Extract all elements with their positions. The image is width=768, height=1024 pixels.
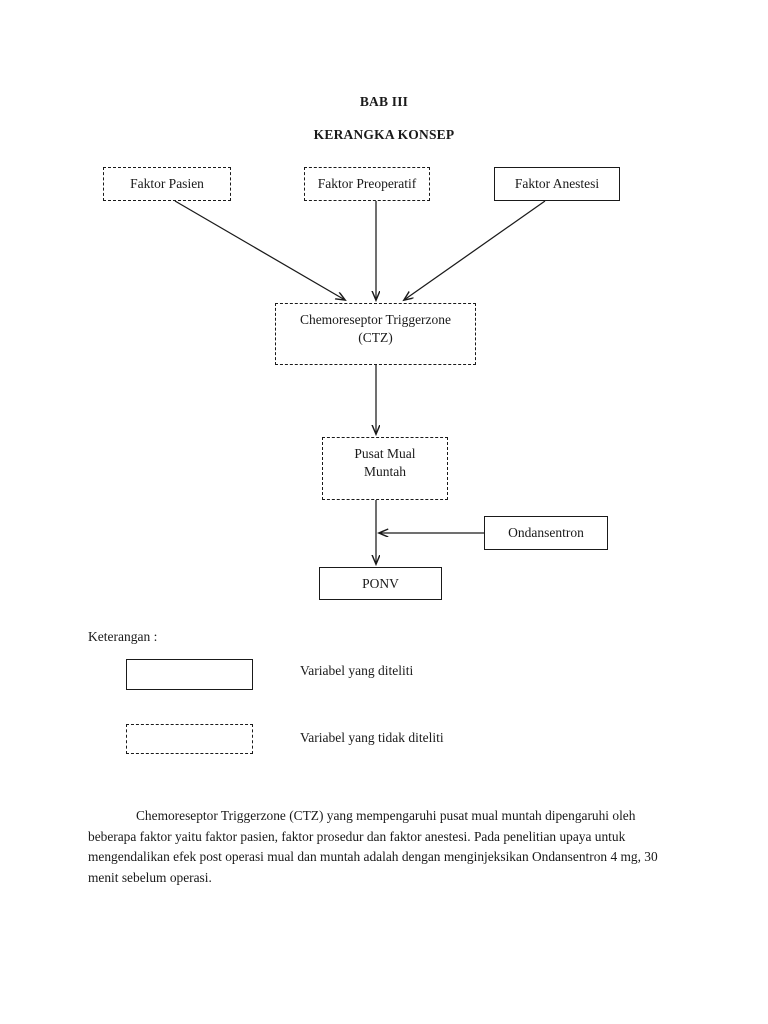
legend-label-tidak-diteliti: Variabel yang tidak diteliti <box>300 730 444 745</box>
legend-title: Keterangan : <box>88 629 158 644</box>
legend-label-diteliti: Variabel yang diteliti <box>300 663 414 678</box>
node-faktor-anestesi: Faktor Anestesi <box>494 167 620 201</box>
node-ondansentron: Ondansentron <box>484 516 608 550</box>
node-faktor-anestesi-label: Faktor Anestesi <box>514 176 600 192</box>
node-pusat-mual-label-line1: Pusat Mual <box>354 446 416 461</box>
section-heading: KERANGKA KONSEP <box>313 127 455 142</box>
chapter-heading: BAB III <box>359 94 409 109</box>
node-ondansentron-label: Ondansentron <box>508 525 584 541</box>
node-ctz-label-line2: (CTZ) <box>358 329 393 345</box>
node-pusat-mual-muntah: Pusat Mual Muntah <box>322 437 448 500</box>
node-faktor-preoperatif-label: Faktor Preoperatif <box>317 176 417 192</box>
node-faktor-pasien: Faktor Pasien <box>103 167 231 201</box>
node-faktor-pasien-label: Faktor Pasien <box>130 176 204 192</box>
legend-swatch-dashed <box>126 724 253 754</box>
legend-swatch-solid <box>126 659 253 690</box>
node-ponv: PONV <box>319 567 442 600</box>
node-faktor-preoperatif: Faktor Preoperatif <box>304 167 430 201</box>
edge-faktor-anestesi-to-ctz <box>404 200 546 300</box>
node-ctz: Chemoreseptor Triggerzone (CTZ) <box>275 303 476 365</box>
node-ctz-label-line1: Chemoreseptor Triggerzone <box>299 312 452 327</box>
node-pusat-mual-label-line2: Muntah <box>363 463 406 479</box>
node-ponv-label: PONV <box>362 575 399 591</box>
body-paragraph: Chemoreseptor Triggerzone (CTZ) yang mem… <box>88 808 658 885</box>
edge-faktor-pasien-to-ctz <box>174 200 345 300</box>
